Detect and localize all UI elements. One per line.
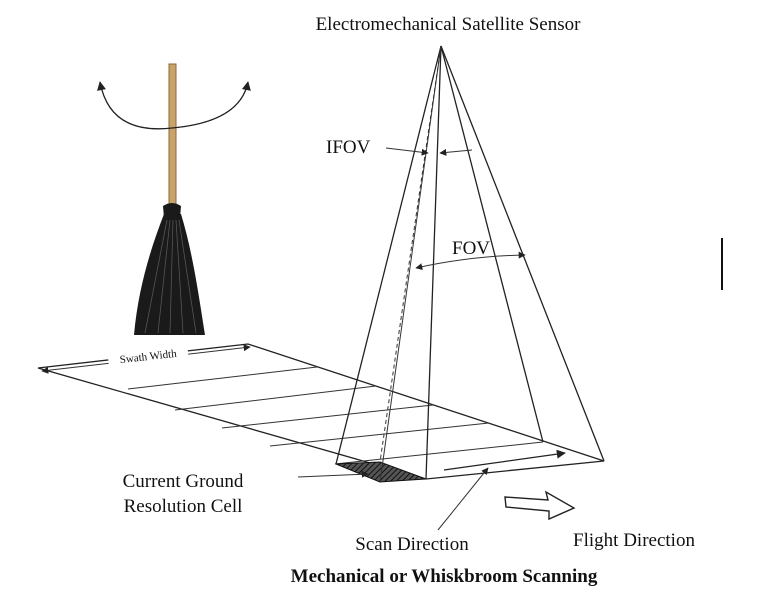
sensor-title: Electromechanical Satellite Sensor [316, 14, 582, 35]
ifov-label: IFOV [326, 137, 371, 158]
fov-arc [415, 251, 526, 271]
scan-direction-pointer [437, 467, 489, 531]
flight-direction-arrow-icon [504, 490, 576, 521]
scan-direction-label: Scan Direction [355, 534, 469, 555]
scan-direction-arrow [443, 449, 566, 471]
current-cell-pointer [297, 470, 369, 478]
broom-icon [134, 63, 205, 335]
ifov-arrow-right [439, 148, 473, 156]
current-cell-label-line2: Resolution Cell [124, 496, 243, 517]
flight-direction-label: Flight Direction [573, 530, 695, 551]
ifov-arrow-left [385, 147, 429, 156]
fov-label: FOV [452, 238, 490, 259]
current-cell-label-line1: Current Ground [123, 471, 244, 492]
rotation-arrow-icon [97, 81, 251, 130]
figure-caption: Mechanical or Whiskbroom Scanning [291, 566, 598, 587]
